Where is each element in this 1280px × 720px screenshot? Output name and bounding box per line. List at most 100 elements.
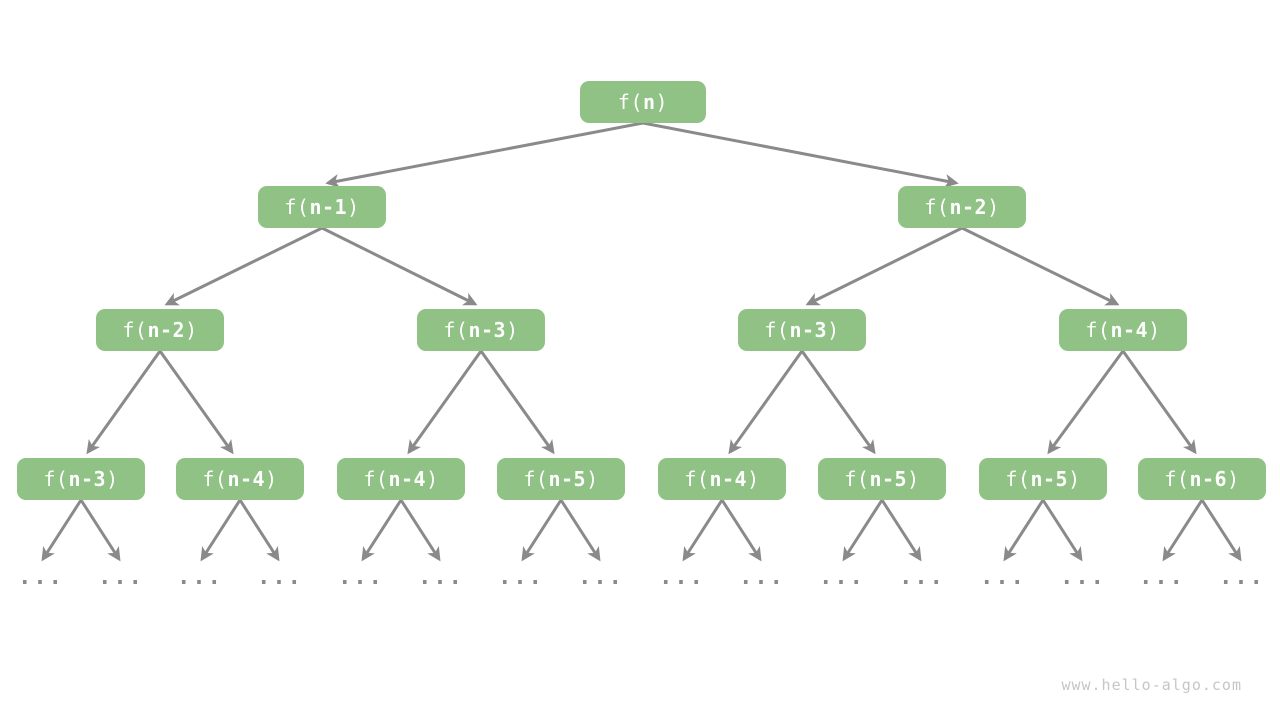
tree-node: f(n-5) <box>818 458 946 500</box>
ellipsis-leaf: ... <box>1060 565 1106 590</box>
node-text-arg: n <box>643 90 656 114</box>
node-text-arg: n-2 <box>147 318 186 342</box>
node-text-close: ) <box>655 90 669 114</box>
tree-edge <box>479 350 555 455</box>
tree-edge <box>86 350 162 455</box>
tree-edge <box>1121 350 1197 455</box>
tree-edge <box>321 226 478 306</box>
node-text-open: f( <box>523 467 549 491</box>
node-text-arg: n-3 <box>789 318 828 342</box>
node-text-arg: n-5 <box>869 467 908 491</box>
node-text-arg: n-4 <box>388 467 427 491</box>
node-text-close: ) <box>1148 318 1161 342</box>
tree-node: f(n-6) <box>1138 458 1266 500</box>
node-text-arg: n-5 <box>1030 467 1069 491</box>
ellipsis-leaf: ... <box>659 565 705 590</box>
node-text-open: f( <box>363 467 389 491</box>
node-text-open: f( <box>764 318 790 342</box>
node-text-open: f( <box>1085 318 1111 342</box>
tree-edge <box>361 499 403 562</box>
tree-edge <box>1200 499 1242 562</box>
tree-edge <box>800 350 876 455</box>
tree-node: f(n-4) <box>658 458 786 500</box>
tree-edge <box>682 499 724 562</box>
node-text-close: ) <box>106 467 119 491</box>
node-text-arg: n-2 <box>949 195 988 219</box>
node-text-arg: n-1 <box>309 195 348 219</box>
node-text-arg: n-3 <box>468 318 507 342</box>
tree-node: f(n-1) <box>258 186 386 228</box>
node-text-close: ) <box>586 467 599 491</box>
ellipsis-leaf: ... <box>177 565 223 590</box>
tree-edge <box>880 499 922 562</box>
tree-node: f(n) <box>580 81 706 123</box>
tree-edge <box>1162 499 1204 562</box>
ellipsis-leaf: ... <box>1219 565 1265 590</box>
node-text-open: f( <box>202 467 228 491</box>
node-text-arg: n-5 <box>548 467 587 491</box>
node-text-close: ) <box>426 467 439 491</box>
tree-edge <box>1003 499 1045 562</box>
node-text-close: ) <box>747 467 760 491</box>
tree-edge <box>1047 350 1125 455</box>
ellipsis-leaf: ... <box>578 565 624 590</box>
tree-edge <box>164 226 323 306</box>
tree-edge <box>1041 499 1083 562</box>
node-text-open: f( <box>122 318 148 342</box>
tree-edge <box>79 499 121 562</box>
node-text-close: ) <box>506 318 519 342</box>
tree-edge <box>728 350 804 455</box>
tree-edge <box>521 499 563 562</box>
ellipsis-leaf: ... <box>1139 565 1185 590</box>
node-text-open: f( <box>684 467 710 491</box>
tree-edge <box>642 121 959 188</box>
node-text-open: f( <box>443 318 469 342</box>
ellipsis-leaf: ... <box>338 565 384 590</box>
node-text-close: ) <box>827 318 840 342</box>
ellipsis-leaf: ... <box>98 565 144 590</box>
ellipsis-leaf: ... <box>980 565 1026 590</box>
tree-node: f(n-5) <box>979 458 1107 500</box>
node-text-open: f( <box>43 467 69 491</box>
node-text-arg: n-4 <box>1110 318 1149 342</box>
node-text-arg: n-6 <box>1189 467 1228 491</box>
ellipsis-leaf: ... <box>899 565 945 590</box>
tree-edge <box>961 226 1120 306</box>
tree-node: f(n-3) <box>738 309 866 351</box>
tree-edge <box>720 499 762 562</box>
node-text-close: ) <box>265 467 278 491</box>
tree-node: f(n-2) <box>96 309 224 351</box>
tree-node: f(n-3) <box>417 309 545 351</box>
node-text-open: f( <box>844 467 870 491</box>
tree-edge <box>200 499 242 562</box>
node-text-arg: n-4 <box>709 467 748 491</box>
tree-edge <box>805 226 963 306</box>
tree-node: f(n-4) <box>176 458 304 500</box>
node-text-arg: n-3 <box>68 467 107 491</box>
tree-node: f(n-3) <box>17 458 145 500</box>
ellipsis-leaf: ... <box>819 565 865 590</box>
tree-node: f(n-5) <box>497 458 625 500</box>
tree-edge <box>399 499 441 562</box>
node-text-open: f( <box>1005 467 1031 491</box>
node-text-open: f( <box>1164 467 1190 491</box>
ellipsis-leaf: ... <box>739 565 785 590</box>
tree-edge <box>325 121 644 188</box>
tree-edge <box>41 499 83 562</box>
ellipsis-leaf: ... <box>257 565 303 590</box>
ellipsis-leaf: ... <box>498 565 544 590</box>
tree-node: f(n-2) <box>898 186 1026 228</box>
watermark: www.hello-algo.com <box>1061 676 1242 694</box>
node-text-close: ) <box>1227 467 1240 491</box>
ellipsis-leaf: ... <box>418 565 464 590</box>
tree-edge <box>407 350 483 455</box>
tree-edge <box>238 499 280 562</box>
tree-node: f(n-4) <box>1059 309 1187 351</box>
node-text-open: f( <box>284 195 310 219</box>
ellipsis-leaf: ... <box>18 565 64 590</box>
tree-node: f(n-4) <box>337 458 465 500</box>
tree-edge <box>158 350 234 455</box>
node-text-close: ) <box>347 195 360 219</box>
node-text-close: ) <box>987 195 1000 219</box>
